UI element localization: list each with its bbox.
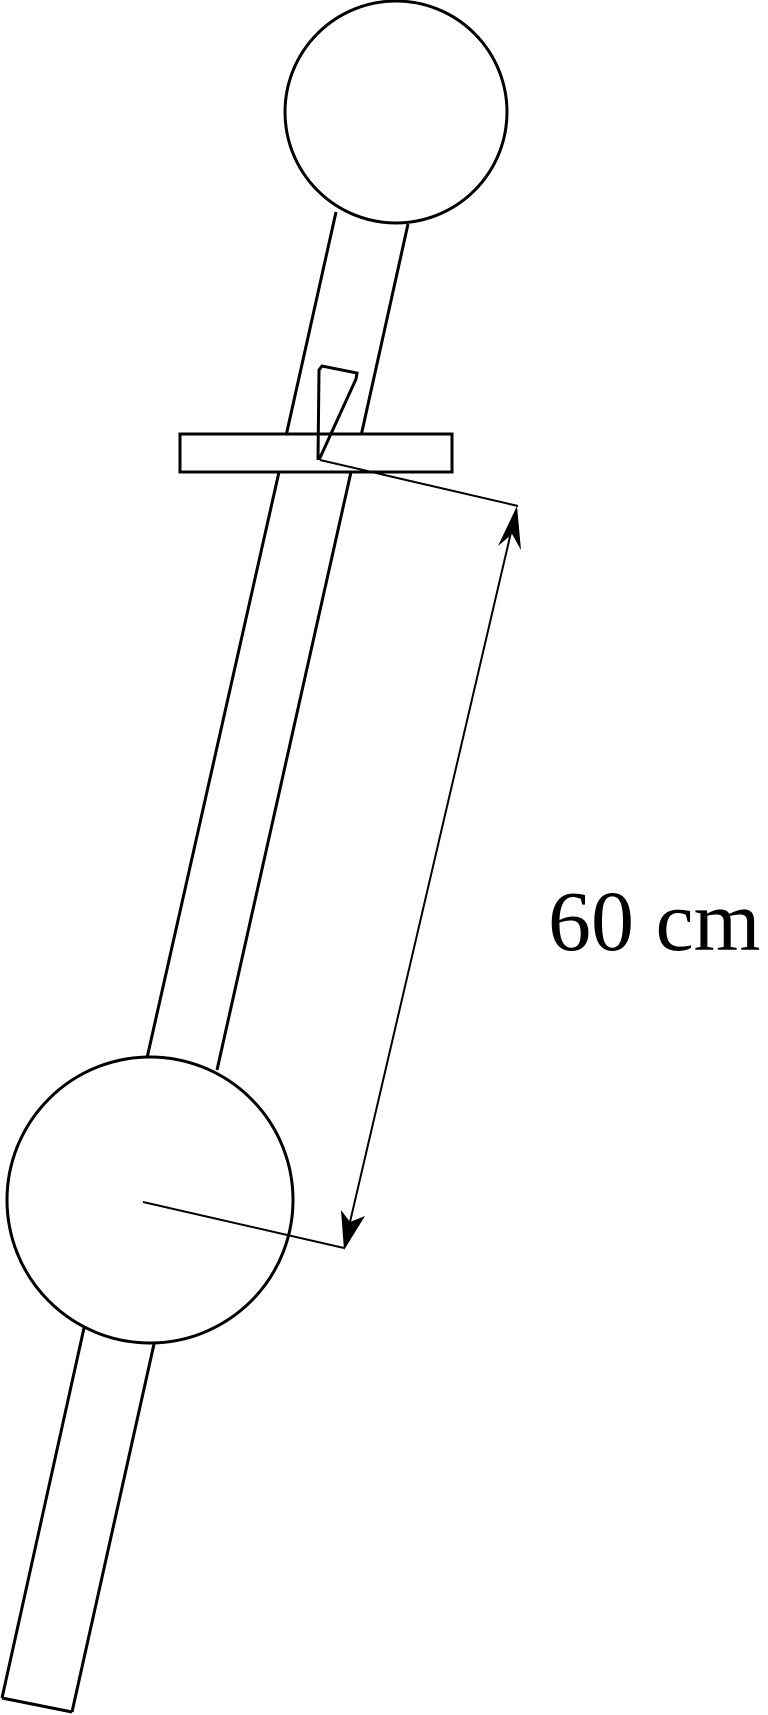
- arrowhead-bottom-icon: [341, 1210, 365, 1250]
- measurement-label: 60 cm: [548, 873, 761, 969]
- lower-shaft-end: [1, 1696, 73, 1714]
- dimension-line: [349, 527, 513, 1223]
- lower-shaft-left-edge: [0, 1327, 86, 1699]
- extension-line-top: [319, 459, 519, 507]
- middle-shaft-right-edge: [215, 471, 353, 1071]
- arrowhead-top-icon: [498, 506, 521, 550]
- lower-shaft-right-edge: [70, 1343, 156, 1713]
- crossbar: [178, 432, 454, 474]
- middle-shaft-left-edge: [145, 471, 281, 1059]
- flag-marker: [316, 364, 359, 461]
- bottom-ball: [5, 1055, 295, 1345]
- extension-line-bottom: [142, 1201, 345, 1249]
- upper-shaft-left-edge: [284, 211, 338, 437]
- upper-shaft-right-edge: [359, 223, 410, 437]
- top-ball: [283, 0, 509, 225]
